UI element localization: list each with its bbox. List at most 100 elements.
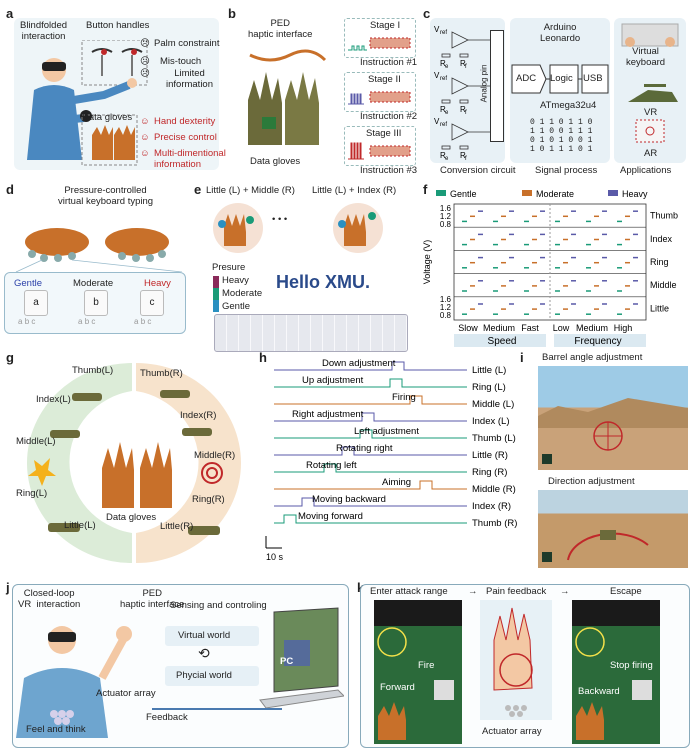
legend-label: Gentle xyxy=(450,189,477,199)
conversion-circuit-label: Conversion circuit xyxy=(440,165,516,176)
logic-label: Logic xyxy=(550,73,573,84)
svg-text:R: R xyxy=(460,59,466,68)
hand-dexterity-label: Hand dexterity xyxy=(154,116,216,127)
button-handles-label: Button handles xyxy=(86,20,150,31)
target-icon xyxy=(201,462,223,484)
svg-text:f: f xyxy=(465,110,467,116)
event-label: Firing xyxy=(392,392,416,403)
handle-right-icon xyxy=(121,48,143,53)
barrel-screenshot xyxy=(538,366,688,470)
svg-text:f: f xyxy=(465,156,467,162)
panel-label-j: j xyxy=(6,580,10,595)
panel-label-h: h xyxy=(259,350,267,365)
glove-typing-right xyxy=(105,228,169,256)
key-b[interactable]: b xyxy=(84,290,108,316)
palm-icon xyxy=(493,607,533,691)
arrow-icon-2: → xyxy=(560,586,570,597)
event-label: Down adjustment xyxy=(322,358,396,369)
x-tick: Fast xyxy=(521,323,539,333)
channel-trace xyxy=(274,463,467,473)
legend-swatch xyxy=(436,190,446,196)
event-label: Right adjustment xyxy=(292,409,364,420)
direction-title: Direction adjustment xyxy=(548,476,635,487)
pressure-heavy: Heavy xyxy=(222,275,249,286)
y-tick: 0.8 xyxy=(440,220,452,229)
g-ring-r: Ring(R) xyxy=(192,494,225,505)
channel-label: Little (R) xyxy=(472,450,508,461)
channel-trace xyxy=(274,429,467,439)
glove-photo-right xyxy=(285,72,319,145)
vr-label: VR xyxy=(644,107,658,118)
pc-label: PC xyxy=(280,656,294,667)
glove-typing-left xyxy=(25,228,89,256)
sub-keys-moderate: a b c xyxy=(78,317,96,326)
x-tick: Medium xyxy=(483,323,515,333)
ar-label: AR xyxy=(644,148,658,159)
g-ring-l: Ring(L) xyxy=(16,488,48,499)
event-label: Aiming xyxy=(382,477,411,488)
sub-keys-heavy: a b c xyxy=(134,317,152,326)
hand-combos xyxy=(213,203,383,253)
glove-left-icon xyxy=(92,125,113,160)
barrel-title: Barrel angle adjustment xyxy=(542,352,643,363)
event-label: Up adjustment xyxy=(302,375,364,386)
instruction-2-label: Instruction #2 xyxy=(360,111,418,122)
gloves-photo xyxy=(248,49,327,145)
svg-text:R: R xyxy=(440,59,446,68)
stage-1-label: Stage I xyxy=(370,20,401,31)
combo-right-label: Little (L) + Index (R) xyxy=(312,185,397,196)
physical-world-label: Phycial world xyxy=(176,670,232,681)
enemy-icon xyxy=(434,680,454,700)
channel-trace xyxy=(274,514,467,524)
pain-feedback-label: Pain feedback xyxy=(486,586,547,597)
person-illustration xyxy=(27,40,148,166)
svg-text:R: R xyxy=(440,151,446,160)
virtual-keyboard[interactable] xyxy=(214,314,408,352)
channel-label: Middle (R) xyxy=(472,484,516,495)
scale-t-label: 10 s xyxy=(266,552,284,562)
handles-box xyxy=(81,40,148,86)
x-tick: Medium xyxy=(576,323,608,333)
g-middle-l: Middle(L) xyxy=(16,436,56,447)
bit-row-2: 1 1 0 0 1 1 1 xyxy=(530,127,593,136)
gloves-typing-illustration xyxy=(15,228,183,272)
virtual-keyboard-label: Virtual keyboard xyxy=(626,46,666,68)
key-a[interactable]: a xyxy=(24,290,48,316)
event-label: Left adjustment xyxy=(354,426,419,437)
blindfolded-label: Blindfolded interaction xyxy=(20,20,68,42)
svg-text:e: e xyxy=(445,64,449,70)
svg-text:ref: ref xyxy=(440,76,447,82)
ar-frame-icon xyxy=(635,119,665,143)
hello-xmu-text: Hello XMU. xyxy=(276,272,371,292)
sensing-label: Sensing and controling xyxy=(170,600,267,611)
svg-text:V: V xyxy=(434,117,440,126)
game-screen-1 xyxy=(374,600,462,744)
y-tick: 1.2 xyxy=(440,212,452,221)
tank-control-map xyxy=(27,363,241,563)
g-thumb-l: Thumb(L) xyxy=(72,365,114,376)
g-little-r: Little(R) xyxy=(160,521,194,532)
bit-row-3: 0 1 0 1 0 0 1 xyxy=(530,136,593,145)
feel-think-label: Feel and think xyxy=(26,724,86,735)
keyboard-icon xyxy=(621,23,679,47)
glove-left-g xyxy=(102,442,134,508)
channel-trace xyxy=(274,446,467,456)
row-label: Little xyxy=(650,303,669,313)
x-tick: High xyxy=(614,323,633,333)
channel-label: Middle (L) xyxy=(472,399,514,410)
glove-right-g xyxy=(140,442,172,508)
panel-label-e: e xyxy=(194,182,202,197)
usb-label: USB xyxy=(583,73,603,84)
cycle-icon: ⟲ xyxy=(198,645,210,661)
svg-text:f: f xyxy=(465,64,467,70)
key-c[interactable]: c xyxy=(140,290,164,316)
x-tick: Slow xyxy=(458,323,478,333)
frequency-band xyxy=(554,334,646,347)
pressure-scale xyxy=(213,276,219,312)
g-middle-r: Middle(R) xyxy=(194,450,236,461)
stage-3-signal xyxy=(348,142,411,160)
palm-constraint-label: Palm constraint xyxy=(154,38,220,49)
glove-right-icon xyxy=(114,125,135,160)
left-hand-arc xyxy=(27,363,132,563)
feedback-label: Feedback xyxy=(146,712,188,723)
